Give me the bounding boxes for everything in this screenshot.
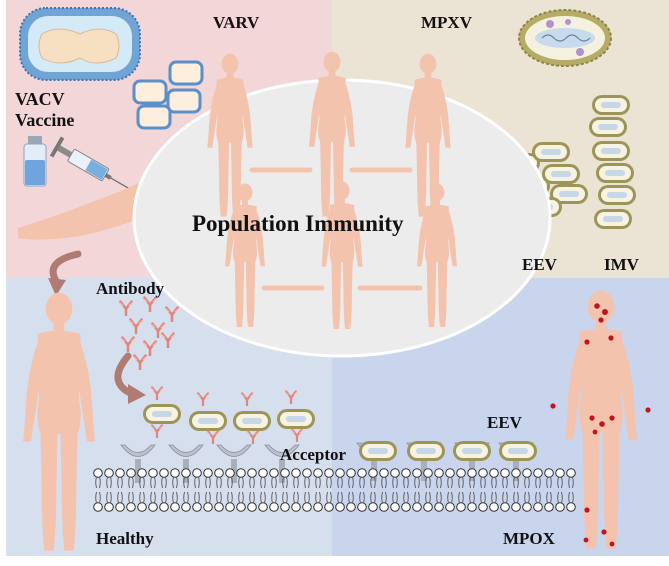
imv-particles [589,95,636,229]
arrow-antibody-to-virion [114,352,146,404]
label-healthy: Healthy [96,529,154,548]
healthy-person-figure [23,292,95,551]
label-antibody: Antibody [96,279,165,298]
label-varv: VARV [213,13,260,32]
neutralized-eev [143,386,315,444]
label-vacv: VACV [15,89,65,109]
label-acceptor: Acceptor [280,445,347,464]
label-vaccine: Vaccine [15,110,75,130]
arrow-vaccine-to-antibody [48,250,82,296]
label-mpxv: MPXV [421,13,472,32]
varv-virion-illustration [19,7,204,130]
syringe-icon [49,136,131,190]
label-population-immunity: Population Immunity [192,211,404,236]
vaccine-vial-icon [23,136,47,187]
cell-membrane [93,468,576,512]
mpxv-virion-illustration [518,9,612,67]
mpox-lesions [550,303,651,547]
label-mpox: MPOX [503,529,555,548]
mpox-patient-figure [565,290,637,549]
eev-particles-bottom [359,441,537,461]
population-figures [207,51,457,329]
label-eev-top: EEV [522,255,557,274]
label-imv: IMV [604,255,639,274]
label-eev-bottom: EEV [487,413,522,432]
